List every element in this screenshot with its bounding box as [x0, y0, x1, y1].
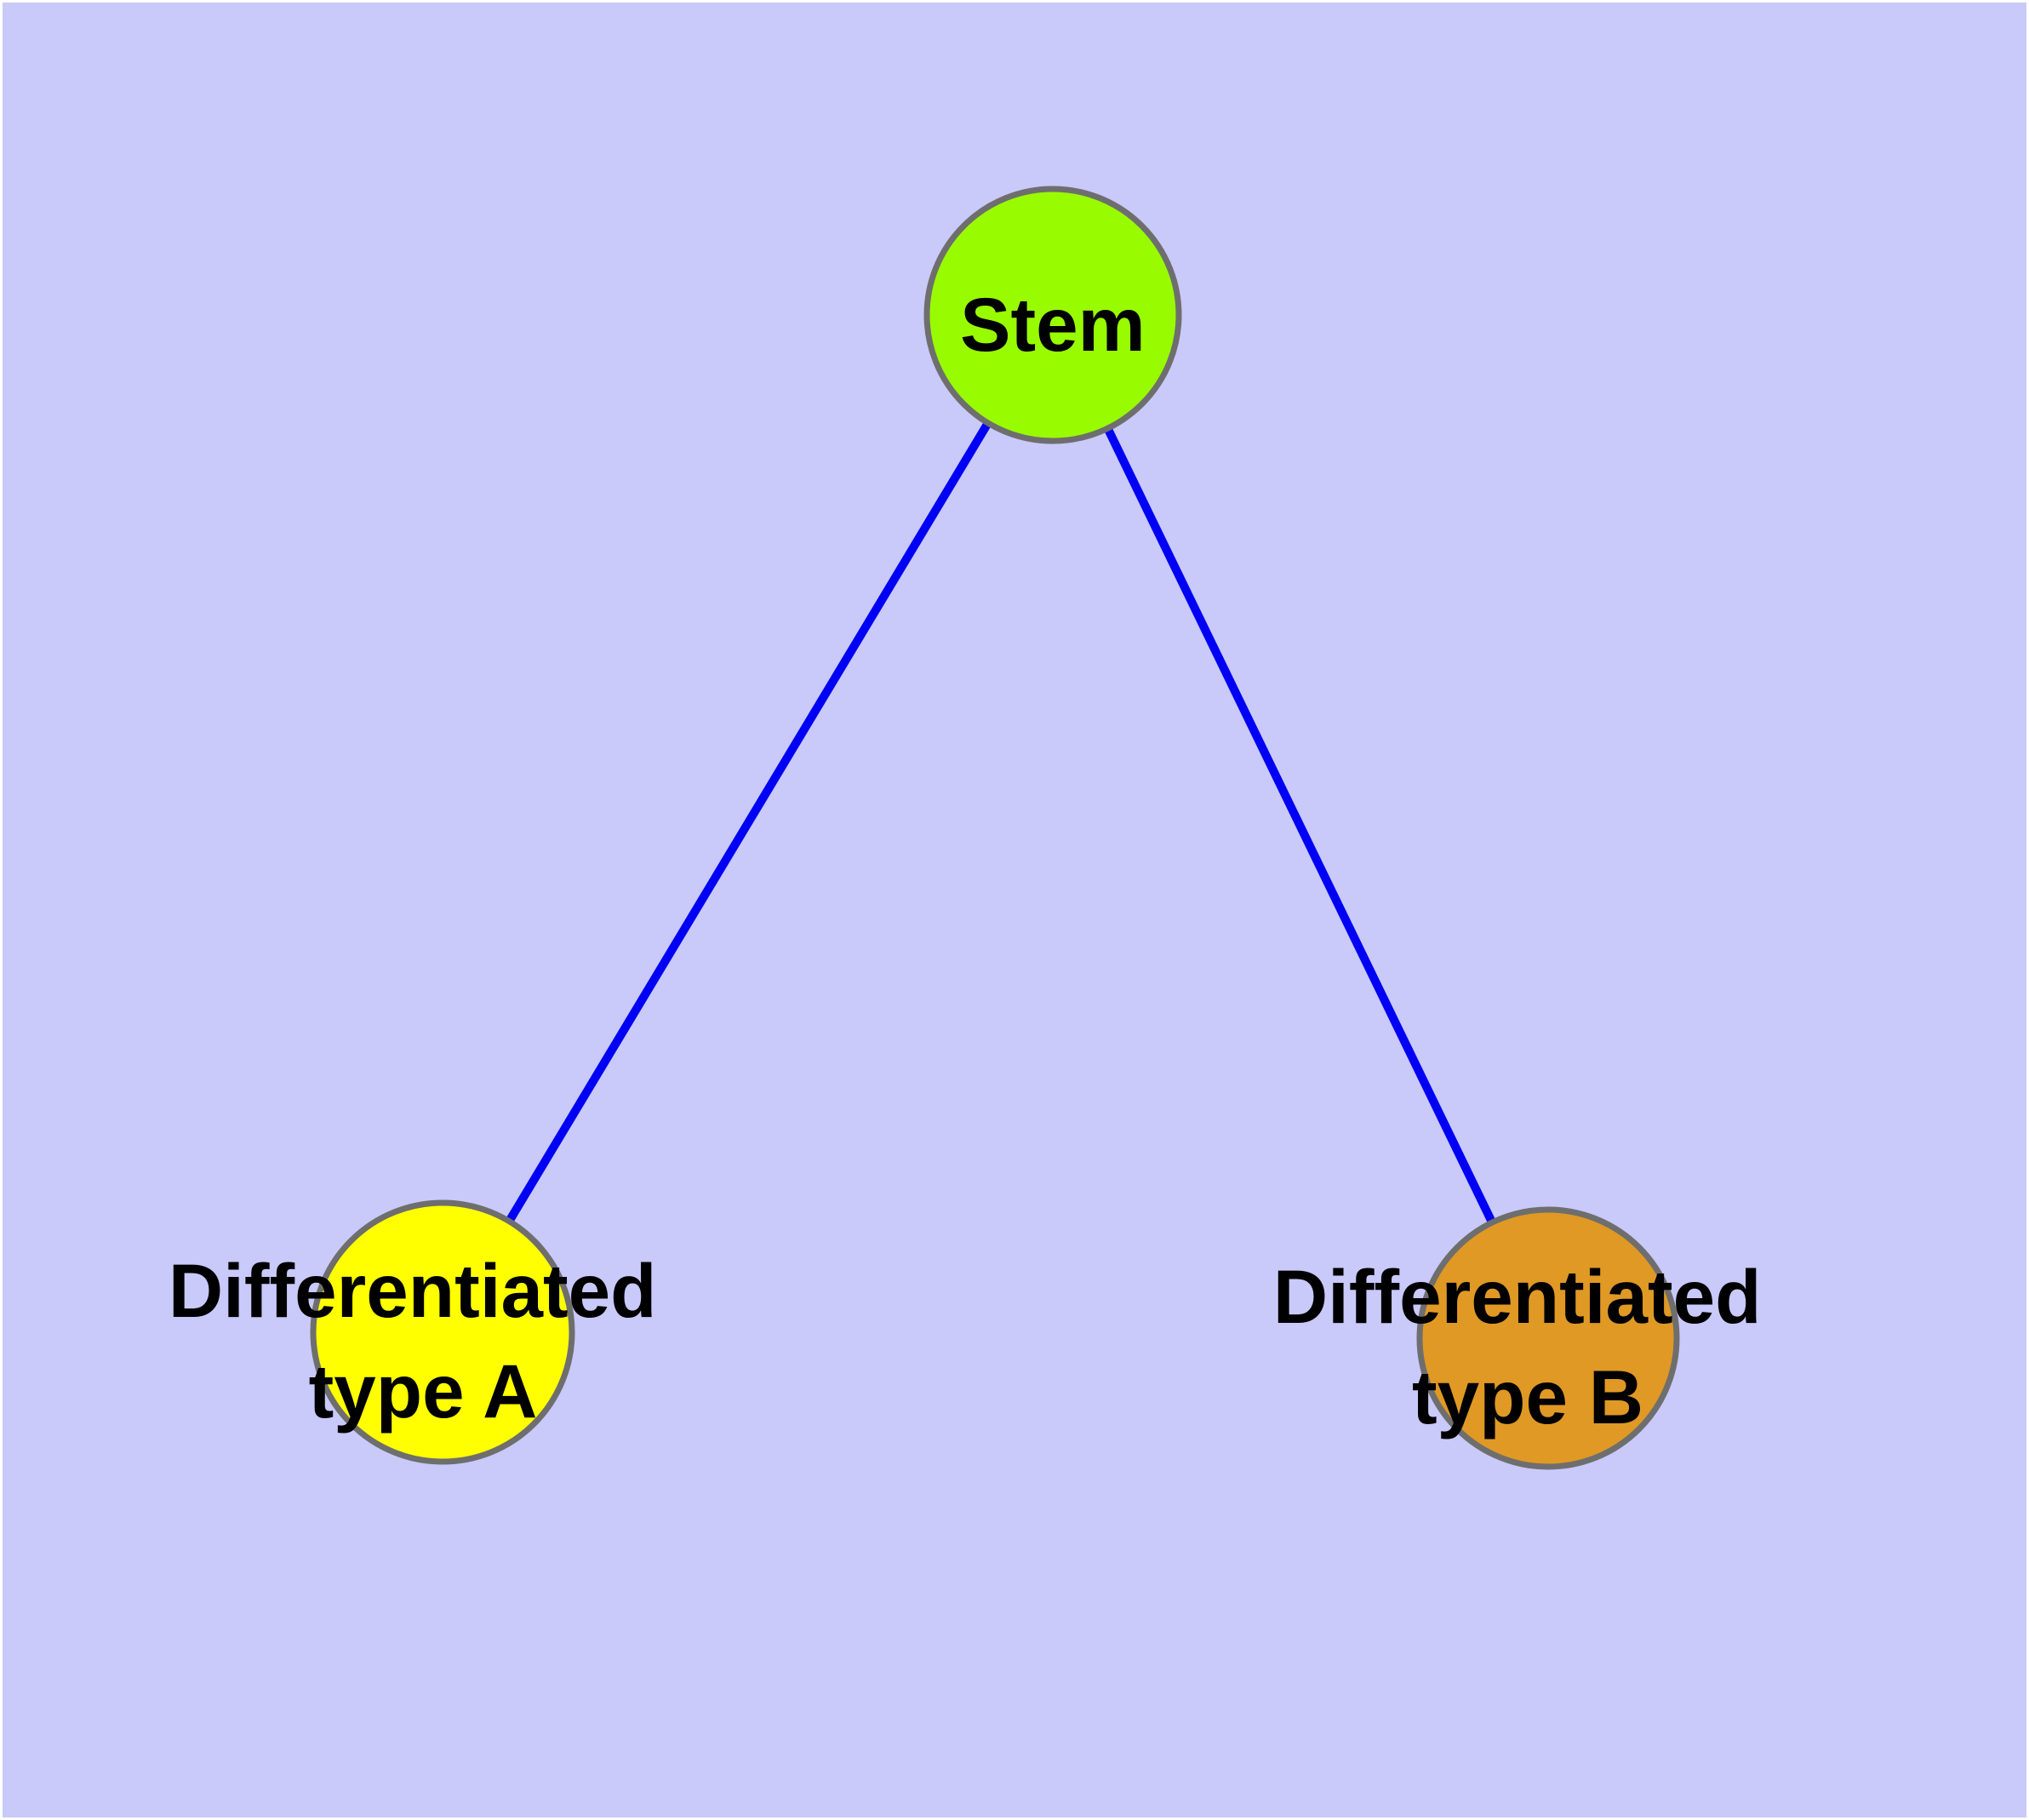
node-type-b-circle	[1416, 1206, 1680, 1470]
node-stem-label: Stem	[960, 282, 1146, 367]
node-type-b-label-line2: type B	[1412, 1354, 1643, 1439]
node-type-a-label-line2: type A	[309, 1348, 538, 1434]
node-type-a-circle	[310, 1199, 575, 1465]
edge-stem-to-type-a	[438, 312, 1057, 1335]
node-type-b-label-line1: Differentiated	[1273, 1254, 1762, 1339]
node-stem-circle	[923, 186, 1182, 444]
node-type-a-label-line1: Differentiated	[169, 1248, 657, 1333]
node-type-b-label: Differentiated type B	[1273, 1254, 1782, 1439]
node-type-a-label: Differentiated type A	[169, 1248, 677, 1434]
edge-stem-to-type-b	[1049, 312, 1552, 1341]
